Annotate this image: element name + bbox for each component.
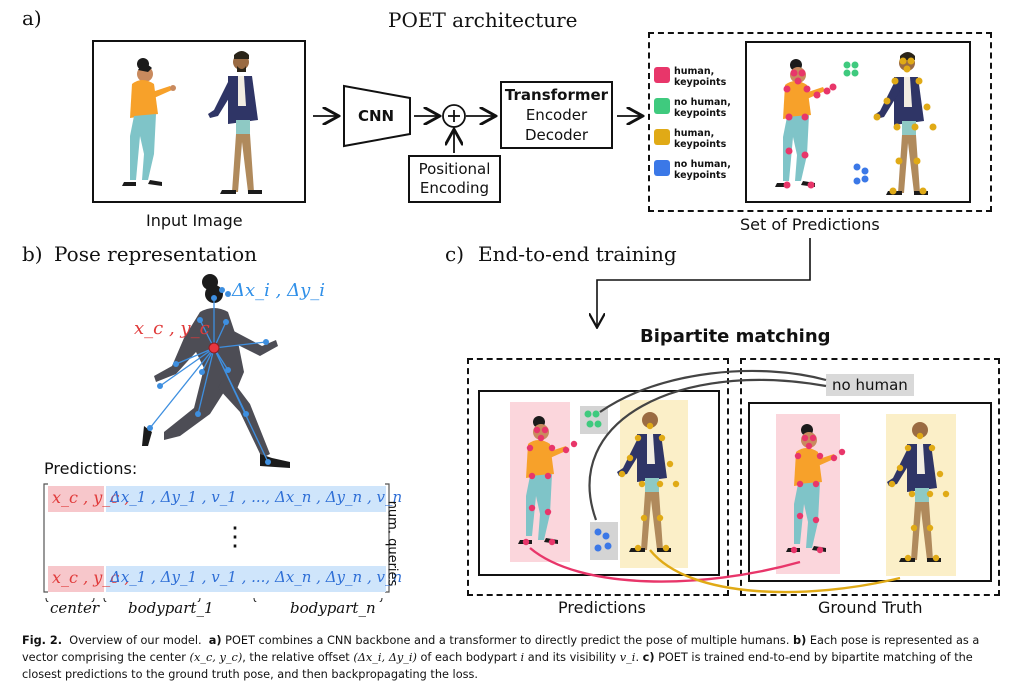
predictions-header: Predictions: [44, 459, 138, 478]
input-people-illustration [122, 51, 262, 194]
panel-a-title: POET architecture [388, 8, 578, 32]
legend-text-1: human,keypoints [674, 66, 727, 88]
legend-text-3: human,keypoints [674, 128, 727, 150]
ground-truth-illustration [776, 414, 956, 576]
legend-swatch-green [654, 98, 670, 114]
panel-b-title: Pose representation [54, 242, 258, 266]
center-coordinate-label: x_c , y_c [134, 318, 210, 339]
positional-line2: Encoding [419, 179, 490, 197]
predictions-matching-box [478, 390, 720, 576]
legend-swatch-yellow [654, 129, 670, 145]
panel-c-title: End-to-end training [478, 242, 677, 266]
transformer-line3: Decoder [524, 126, 589, 144]
panel-a-tag: a) [22, 6, 42, 30]
legend-swatch-blue [654, 160, 670, 176]
row2-center-text: x_c , y_c , [52, 568, 130, 587]
transformer-box: Transformer Encoder Decoder [500, 81, 613, 149]
predictions-image-box [745, 41, 971, 203]
input-image-label: Input Image [146, 211, 243, 230]
pose-skeleton-illustration [142, 274, 290, 468]
figure-caption: Fig. 2. Overview of our model. a) POET c… [22, 634, 980, 681]
ground-truth-label: Ground Truth [818, 598, 923, 617]
prediction-matrix-brackets [43, 483, 390, 602]
row2-center-highlight [48, 566, 104, 592]
prediction-matching-illustration [510, 400, 688, 568]
row2-body-highlight [106, 566, 386, 592]
predictions-matching-label: Predictions [558, 598, 646, 617]
legend-swatch-pink [654, 67, 670, 83]
ground-truth-box [748, 402, 992, 582]
vertical-dots: ⋮ [222, 522, 248, 552]
positional-line1: Positional [418, 160, 491, 178]
offset-label: Δx_i , Δy_i [232, 280, 325, 301]
transformer-line1: Transformer [504, 86, 609, 104]
man-figure [208, 51, 262, 194]
set-of-predictions-label: Set of Predictions [740, 215, 880, 234]
transformer-line2: Encoder [525, 106, 588, 124]
brace-bodypart1-label: bodypart_1 [128, 599, 214, 617]
legend-text-2: no human,keypoints [674, 97, 731, 119]
bipartite-matching-title: Bipartite matching [640, 326, 831, 347]
row1-body-text: Δx_1 , Δy_1 , v_1 , ..., Δx_n , Δy_n , v… [110, 488, 403, 506]
input-image-box [92, 40, 306, 203]
panel-c-tag: c) [445, 242, 465, 266]
row1-body-highlight [106, 486, 386, 512]
row2-body-text: Δx_1 , Δy_1 , v_1 , ..., Δx_n , Δy_n , v… [110, 568, 403, 586]
row1-center-text: x_c , y_c , [52, 488, 130, 507]
no-human-label: no human [826, 374, 914, 396]
panel-b-tag: b) [22, 242, 43, 266]
positional-encoding-box: Positional Encoding [408, 155, 501, 203]
set-of-predictions-container [648, 32, 992, 212]
cnn-block [343, 84, 411, 148]
row1-center-highlight [48, 486, 104, 512]
num-queries-label: num. queries [384, 500, 400, 587]
woman-figure [122, 58, 176, 186]
cnn-label: CNN [357, 107, 395, 125]
brace-bodypartn-label: bodypart_n [290, 599, 376, 617]
brace-center-label: center [50, 599, 100, 617]
legend-text-4: no human,keypoints [674, 159, 731, 181]
predicted-keypoints-illustration [775, 52, 937, 195]
